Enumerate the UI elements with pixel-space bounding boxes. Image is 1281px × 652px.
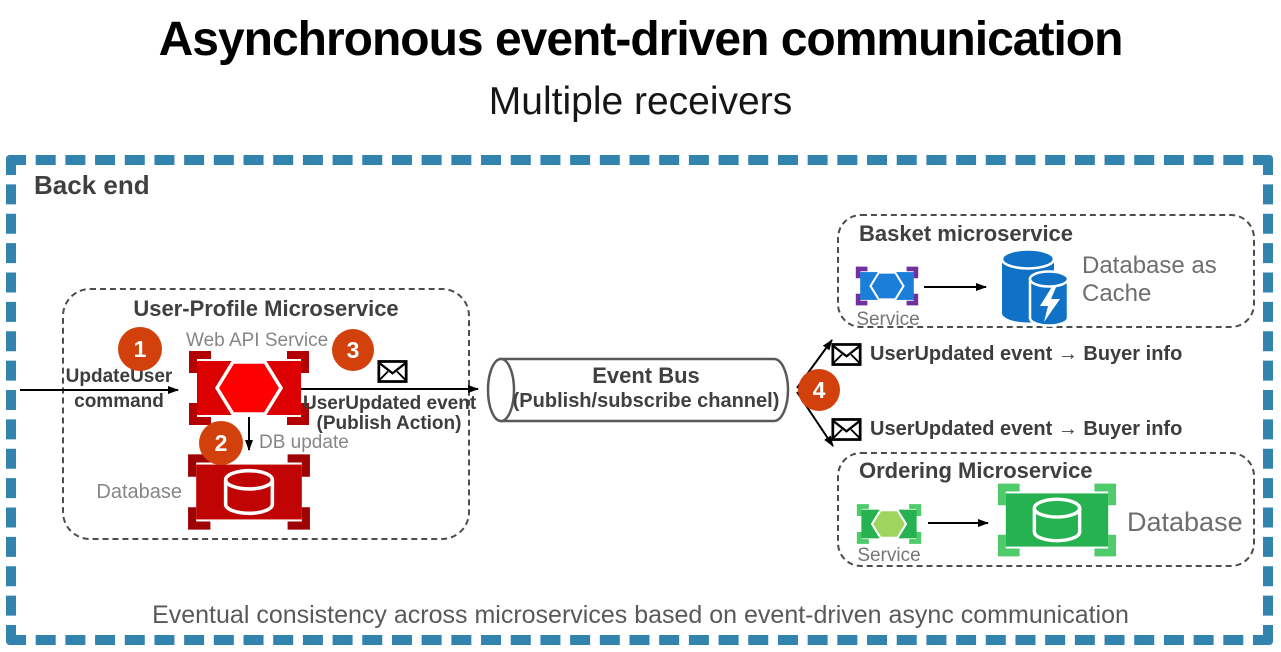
envelope-icon [831, 343, 862, 366]
update-user-line1: UpdateUser [65, 366, 173, 387]
user-profile-database-icon [188, 454, 310, 530]
event-bus-subtitle: (Publish/subscribe channel) [512, 390, 780, 412]
db-update-label: DB update [259, 432, 349, 453]
hexagon-icon [214, 360, 284, 416]
user-profile-title: User-Profile Microservice [133, 296, 399, 321]
event-bus-title: Event Bus [592, 363, 700, 388]
badge-step-4: 4 [798, 369, 840, 411]
backend-boundary [6, 155, 1273, 645]
message-to-basket-label: UserUpdated event → Buyer info [870, 343, 1183, 365]
web-api-service-icon [189, 351, 309, 425]
caption: Eventual consistency across microservice… [152, 601, 1129, 629]
ordering-database-icon [997, 483, 1117, 557]
web-api-service-label: Web API Service [186, 330, 329, 351]
redis-cache-icon [1000, 248, 1070, 327]
backend-label: Back end [34, 170, 150, 200]
ordering-service-label: Service [857, 545, 921, 566]
badge-step-3: 3 [332, 329, 374, 371]
update-user-command-label: UpdateUser command [58, 366, 180, 412]
basket-title: Basket microservice [859, 221, 1074, 246]
cache-line1: Database as [1082, 252, 1217, 279]
basket-service-label: Service [856, 309, 920, 330]
user-profile-database-label: Database [96, 481, 182, 503]
publish-event-label: UserUpdated event (Publish Action) [303, 393, 477, 434]
envelope-icon [377, 360, 408, 383]
event-bus-label: Event Bus (Publish/subscribe channel) [498, 362, 794, 413]
lightning-icon [1040, 285, 1060, 322]
user-profile-box [62, 288, 470, 540]
publish-line2: (Publish Action) [316, 413, 462, 434]
basket-cache-label: Database as Cache [1082, 252, 1217, 308]
page-title: Asynchronous event-driven communication [158, 13, 1124, 66]
page-subtitle: Multiple receivers [488, 80, 793, 123]
basket-service-icon [855, 266, 919, 306]
ordering-database-label: Database [1127, 507, 1243, 537]
ordering-title: Ordering Microservice [859, 458, 1093, 483]
update-user-line2: command [74, 391, 164, 412]
hexagon-icon [870, 509, 908, 539]
event-bus-cylinder [486, 357, 790, 423]
publish-line1: UserUpdated event [303, 393, 477, 414]
message-to-ordering-label: UserUpdated event → Buyer info [870, 418, 1183, 440]
badge-step-1: 1 [118, 327, 162, 371]
hexagon-icon [869, 271, 905, 301]
basket-box [837, 214, 1255, 328]
envelope-icon [831, 418, 862, 441]
cache-line2: Cache [1082, 280, 1152, 307]
badge-step-2: 2 [199, 421, 243, 465]
ordering-box [837, 452, 1255, 567]
ordering-service-icon [856, 504, 922, 544]
